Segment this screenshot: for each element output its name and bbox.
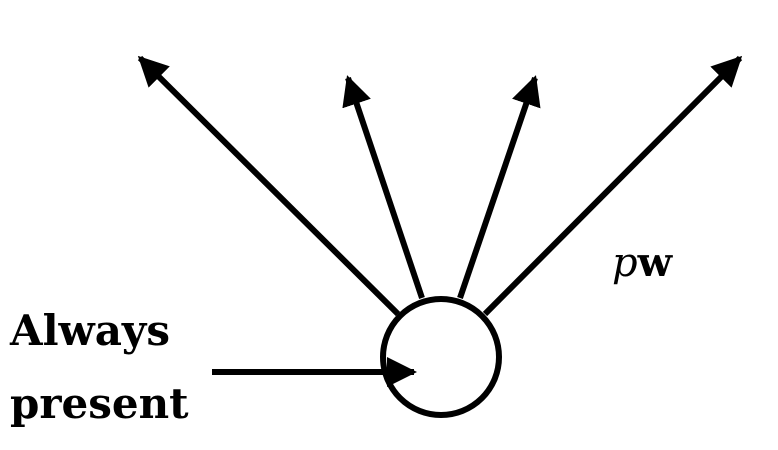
output-arrow-center-right <box>457 75 541 299</box>
input-label-line1: Always <box>9 306 170 355</box>
output-arrow-far-right <box>482 55 743 317</box>
weight-label: pw <box>612 239 674 286</box>
output-arrow-center-left <box>342 75 425 299</box>
weight-label-p: p <box>612 240 638 286</box>
input-label-line2: present <box>10 379 189 428</box>
weight-label-w: w <box>637 239 674 286</box>
unit-circle <box>380 296 502 418</box>
output-arrow-far-left <box>137 55 401 317</box>
